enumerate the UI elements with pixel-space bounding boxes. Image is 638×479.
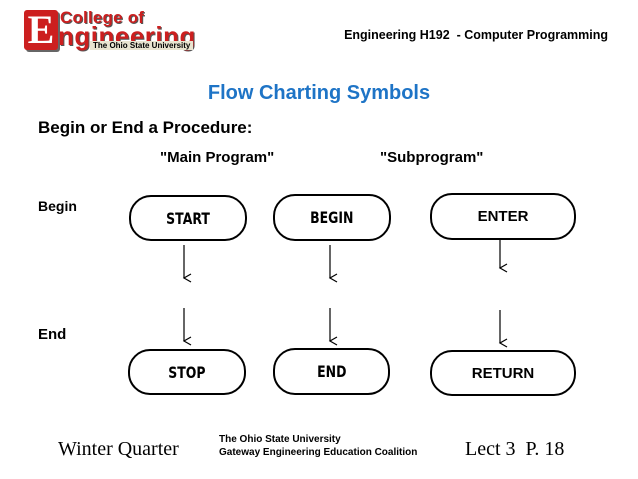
- terminal-label-stop: STOP: [168, 362, 206, 382]
- terminal-symbol-stop: STOP: [128, 349, 246, 395]
- terminal-label-begin: BEGIN: [310, 208, 354, 227]
- logo-college-of: College of: [60, 8, 145, 27]
- terminal-label-enter: ENTER: [477, 208, 529, 225]
- terminal-label-start: START: [166, 208, 210, 228]
- course-header: Engineering H192 - Computer Programming: [344, 28, 608, 42]
- terminal-symbol-start: START: [129, 195, 247, 241]
- row-label-end: End: [38, 326, 67, 343]
- footer-quarter: Winter Quarter: [58, 438, 179, 460]
- terminal-label-end: END: [316, 362, 347, 381]
- row-label-begin: Begin: [38, 198, 77, 214]
- logo-letter-e: E: [24, 10, 58, 50]
- terminal-label-return: RETURN: [471, 364, 535, 382]
- slide-title: Flow Charting Symbols: [207, 82, 431, 104]
- footer-lecture-page: Lect 3 P. 18: [465, 438, 565, 460]
- terminal-symbol-begin: BEGIN: [273, 194, 391, 241]
- terminal-symbol-end: END: [273, 348, 390, 395]
- column-label-subprogram: "Subprogram": [380, 149, 484, 166]
- terminal-symbol-return: RETURN: [430, 350, 576, 396]
- footer-university: The Ohio State University: [219, 434, 341, 445]
- logo-university: The Ohio State University: [90, 41, 194, 50]
- section-heading: Begin or End a Procedure:: [38, 118, 253, 137]
- footer-coalition: Gateway Engineering Education Coalition: [219, 447, 418, 458]
- column-label-main-program: "Main Program": [160, 149, 275, 166]
- terminal-symbol-enter: ENTER: [430, 193, 576, 240]
